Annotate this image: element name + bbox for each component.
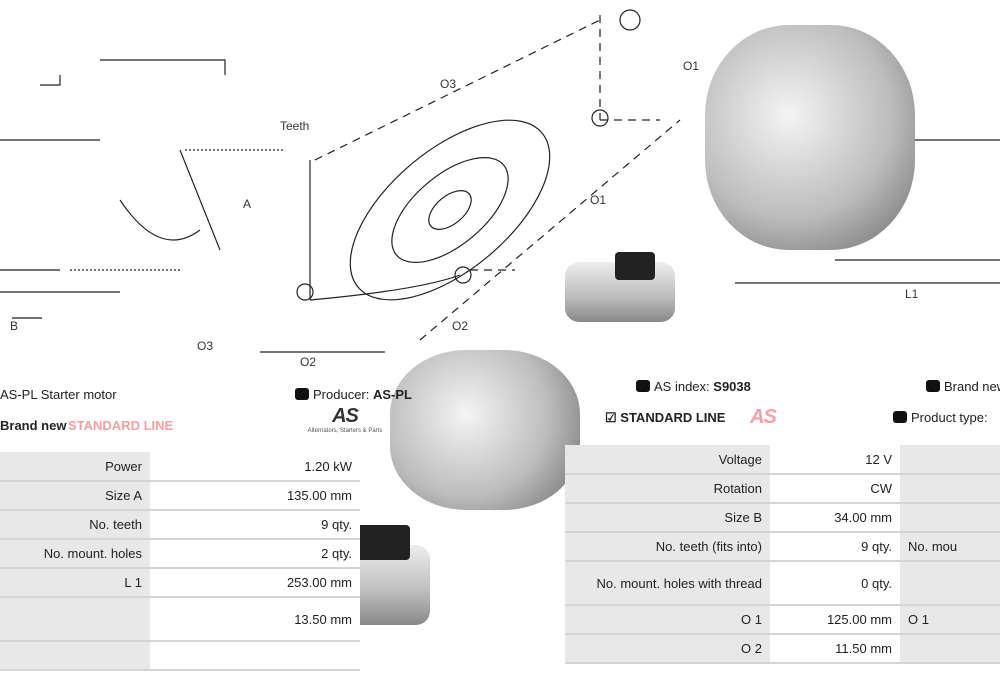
as-index-label: AS index: bbox=[654, 379, 710, 394]
standard-line-right: ☑ STANDARD LINE bbox=[605, 410, 725, 426]
table-row: 13.50 mm bbox=[0, 597, 360, 642]
producer-label: Producer: bbox=[313, 387, 370, 402]
cell-k: Rotation bbox=[565, 474, 770, 504]
o1-mid-label: O1 bbox=[590, 193, 606, 207]
as-logo-text: AS bbox=[332, 405, 359, 427]
cell-k: Size A bbox=[0, 481, 150, 511]
cell-v: 135.00 mm bbox=[150, 481, 360, 511]
teeth-label: Teeth bbox=[280, 119, 309, 133]
condition-right: Brand new bbox=[926, 379, 1000, 394]
cell-v: 34.00 mm bbox=[770, 503, 900, 533]
o2-right-label: O2 bbox=[452, 319, 468, 333]
condition-icon bbox=[926, 380, 940, 392]
condition-right-label: Brand new bbox=[944, 379, 1000, 394]
cell-v: 2 qty. bbox=[150, 539, 360, 569]
cell-k: L 1 bbox=[0, 568, 150, 598]
size-a-label: A bbox=[243, 197, 251, 211]
standard-line-left: STANDARD LINE bbox=[68, 418, 174, 433]
o3-top-label: O3 bbox=[440, 77, 456, 91]
cell-k2 bbox=[900, 634, 1000, 664]
o3-bottom-label: O3 bbox=[197, 339, 213, 353]
cell-k2 bbox=[900, 445, 1000, 475]
as-logo-red: AS bbox=[750, 406, 777, 428]
cell-k2: No. mou bbox=[900, 532, 1000, 562]
producer-value: AS-PL bbox=[373, 387, 412, 402]
solenoid-photo bbox=[615, 252, 655, 280]
product-type: Product type: bbox=[893, 410, 988, 425]
as-index-value: S9038 bbox=[713, 379, 751, 394]
cell-v: 0 qty. bbox=[770, 561, 900, 606]
technical-drawing: Teeth A B O3 O1 O1 O3 O2 O2 L1 bbox=[0, 9, 1000, 369]
cell-k: No. teeth bbox=[0, 510, 150, 540]
cell-k bbox=[0, 641, 150, 671]
cell-v: 12 V bbox=[770, 445, 900, 475]
producer-info: Producer: AS-PL bbox=[295, 387, 412, 402]
as-index: AS index: S9038 bbox=[636, 379, 751, 394]
starter-flange-photo-2 bbox=[390, 350, 580, 510]
o2-bottom-label: O2 bbox=[300, 355, 316, 369]
cell-k: O 2 bbox=[565, 634, 770, 664]
cell-k2: O 1 bbox=[900, 605, 1000, 635]
cell-v: 253.00 mm bbox=[150, 568, 360, 598]
cell-v: 9 qty. bbox=[150, 510, 360, 540]
cell-k: Voltage bbox=[565, 445, 770, 475]
cell-k: Power bbox=[0, 452, 150, 482]
cell-v: CW bbox=[770, 474, 900, 504]
flange-outline bbox=[260, 160, 461, 353]
cell-k bbox=[0, 597, 150, 642]
cell-k2 bbox=[900, 503, 1000, 533]
table-row bbox=[0, 641, 360, 671]
table-row: No. teeth (fits into)9 qty.No. mou bbox=[565, 532, 1000, 562]
cell-k: O 1 bbox=[565, 605, 770, 635]
starter-flange-photo bbox=[705, 25, 915, 250]
cell-v: 11.50 mm bbox=[770, 634, 900, 664]
cell-v: 125.00 mm bbox=[770, 605, 900, 635]
cell-v: 13.50 mm bbox=[150, 597, 360, 642]
check-icon: ☑ bbox=[605, 410, 621, 425]
size-b-label: B bbox=[10, 319, 18, 333]
o1-top-label: O1 bbox=[683, 59, 699, 73]
product-type-label: Product type: bbox=[911, 410, 988, 425]
product-type-icon bbox=[893, 411, 907, 423]
cell-v bbox=[150, 641, 360, 671]
product-title: AS-PL Starter motor bbox=[0, 387, 117, 402]
cell-k2 bbox=[900, 561, 1000, 606]
drawing-side-view bbox=[0, 59, 226, 271]
cell-v: 1.20 kW bbox=[150, 452, 360, 482]
cell-k: No. teeth (fits into) bbox=[565, 532, 770, 562]
producer-icon bbox=[295, 388, 309, 400]
cell-k: No. mount. holes bbox=[0, 539, 150, 569]
index-icon bbox=[636, 380, 650, 392]
cell-k2 bbox=[900, 474, 1000, 504]
condition-left: Brand new bbox=[0, 418, 67, 433]
cell-v: 9 qty. bbox=[770, 532, 900, 562]
flange-spiral bbox=[349, 119, 551, 301]
cell-k: Size B bbox=[565, 503, 770, 533]
cell-k: No. mount. holes with thread bbox=[565, 561, 770, 606]
standard-line-right-label: STANDARD LINE bbox=[620, 410, 726, 425]
as-logo-tagline: Alternators, Starters & Parts bbox=[307, 428, 383, 434]
l1-right-label: L1 bbox=[905, 287, 919, 301]
